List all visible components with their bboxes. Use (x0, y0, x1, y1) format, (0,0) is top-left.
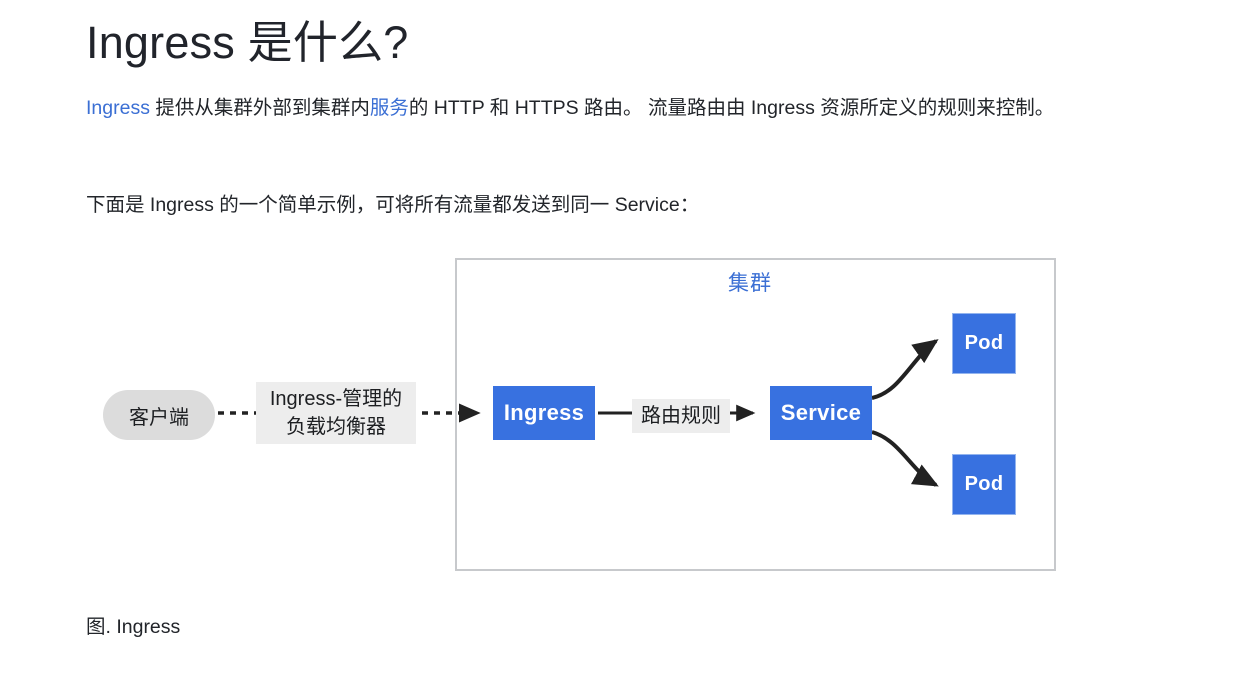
pod-node-top: Pod (952, 313, 1016, 374)
ingress-link[interactable]: Ingress (86, 97, 150, 119)
pod-node-bottom: Pod (952, 454, 1016, 515)
figure-caption: 图. Ingress (86, 616, 181, 638)
service-link[interactable]: 服务 (369, 97, 409, 119)
example-paragraph: 下面是 Ingress 的一个简单示例，可将所有流量都发送到同一 Service… (86, 194, 700, 216)
service-to-pod-bottom-arrow (871, 430, 939, 487)
intro-paragraph: Ingress 提供从集群外部到集群内服务的 HTTP 和 HTTPS 路由。 … (86, 90, 1061, 127)
load-balancer-label-line-1: Ingress-管理的 (269, 388, 403, 410)
routing-rule-label: 路由规则 (632, 399, 730, 433)
intro-paragraph-segment-2: 的 HTTP 和 HTTPS 路由。 流量路由由 Ingress 资源所定义的规… (408, 97, 1055, 119)
page-title: Ingress 是什么? (86, 17, 409, 68)
service-to-pod-top-arrow (871, 339, 939, 400)
intro-paragraph-segment-1: 提供从集群外部到集群内 (149, 97, 370, 119)
load-balancer-label-line-2: 负载均衡器 (286, 416, 386, 438)
load-balancer-label: Ingress-管理的负载均衡器 (256, 382, 416, 444)
ingress-node: Ingress (493, 386, 595, 440)
service-node: Service (770, 386, 872, 440)
client-node: 客户端 (103, 390, 215, 440)
cluster-label: 集群 (728, 272, 772, 295)
